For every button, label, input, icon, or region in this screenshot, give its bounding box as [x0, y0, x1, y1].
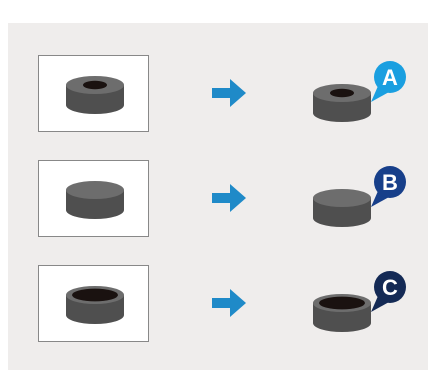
solid-disk-object: [66, 181, 124, 219]
arrow-right-icon: [212, 79, 246, 107]
object-top: [313, 189, 371, 207]
badge-c: C: [371, 271, 406, 312]
object-hole: [319, 296, 365, 310]
badge-letter: B: [382, 170, 398, 195]
object-hole: [83, 80, 107, 90]
thick-ring-object: [313, 84, 371, 122]
arrow-right-icon: [212, 184, 246, 212]
thin-ring-object: [313, 294, 371, 332]
object-hole: [330, 88, 354, 98]
badge-b: B: [371, 166, 406, 207]
object-hole: [72, 288, 118, 302]
badge-a: A: [371, 61, 406, 102]
badge-circle: [374, 271, 406, 303]
rows: A B C: [38, 55, 406, 342]
badge-letter: A: [382, 65, 398, 90]
object-top: [66, 181, 124, 199]
badge-letter: C: [382, 275, 398, 300]
row-c: C: [38, 265, 406, 342]
row-a: A: [38, 55, 406, 132]
badge-circle: [374, 166, 406, 198]
solid-disk-object: [313, 189, 371, 227]
row-b: B: [38, 160, 406, 237]
thick-ring-object: [66, 76, 124, 114]
arrow-right-icon: [212, 289, 246, 317]
thin-ring-object: [66, 286, 124, 324]
badge-circle: [374, 61, 406, 93]
